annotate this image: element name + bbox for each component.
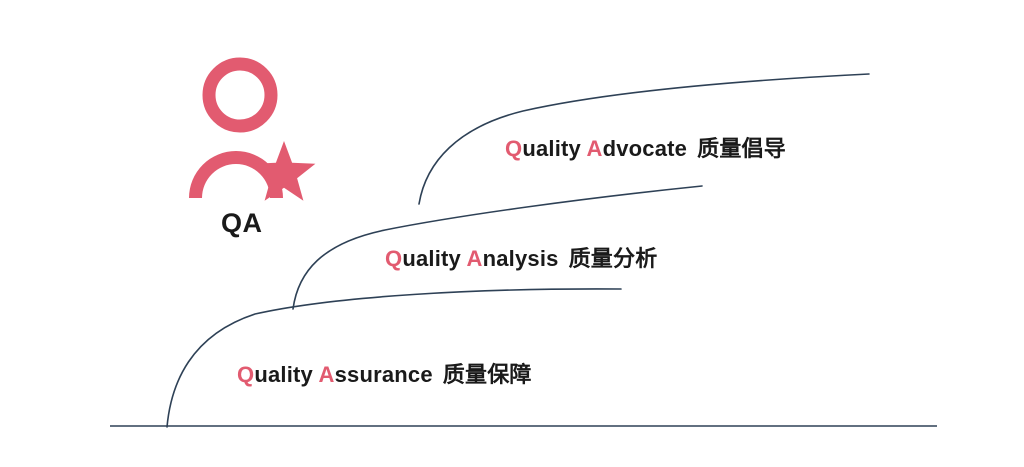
label-text: ssurance [334,362,433,387]
curve-quality-advocate [418,73,870,205]
accent-letter: A [466,246,483,271]
label-text: uality [522,136,581,161]
accent-letter: A [586,136,603,161]
tier-label-quality-assurance: Quality Assurance 质量保障 [237,357,532,389]
label-text: dvocate [602,136,688,161]
accent-letter: A [318,362,335,387]
tier-label-quality-advocate: Quality Advocate 质量倡导 [505,131,786,163]
accent-letter: Q [505,136,523,161]
curve-quality-assurance [166,288,622,428]
person-with-star-icon [189,57,316,201]
label-text: nalysis [482,246,559,271]
label-text-zh: 质量保障 [442,362,532,387]
curve-quality-analysis [292,185,703,310]
label-text-zh: 质量分析 [568,246,658,271]
label-text-zh: 质量倡导 [697,136,786,161]
accent-letter: Q [385,246,403,271]
star-icon [252,141,316,201]
person-shoulders-icon [189,151,283,198]
qa-icon-label: QA [221,208,263,238]
accent-letter: Q [237,362,255,387]
label-text: uality [402,246,461,271]
label-text: uality [254,362,313,387]
tier-label-quality-analysis: Quality Analysis 质量分析 [385,241,657,273]
person-head-icon [202,57,278,133]
